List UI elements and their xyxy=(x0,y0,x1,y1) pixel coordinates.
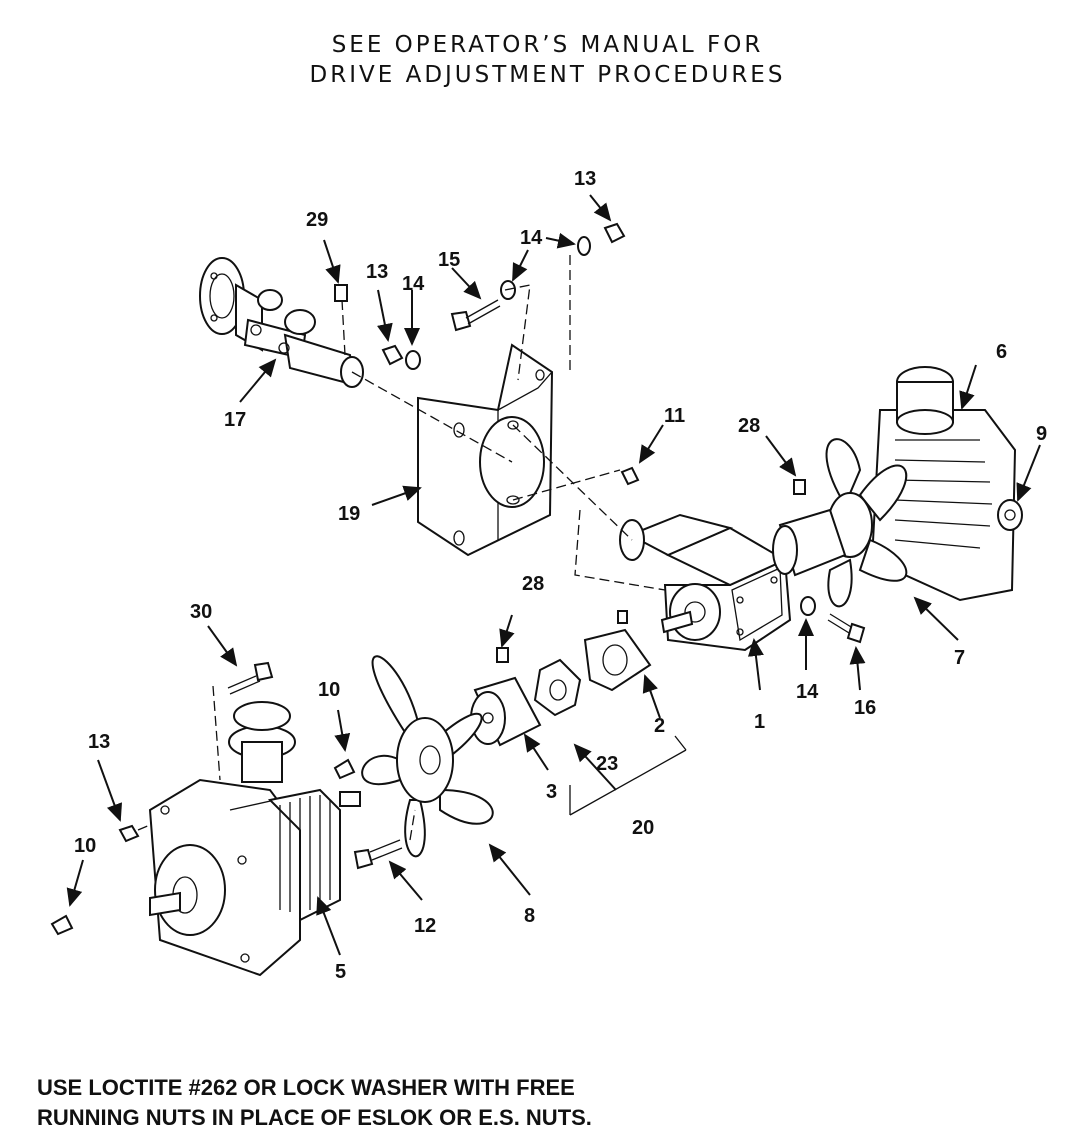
coupling-jaw-2 xyxy=(583,610,652,692)
callout-5: 5 xyxy=(335,961,346,983)
callout-13-top: 13 xyxy=(574,168,596,190)
coupling-hub-3 xyxy=(470,647,542,747)
callout-10-upper: 10 xyxy=(318,679,340,701)
alignment-lines xyxy=(137,255,666,841)
callout-16: 16 xyxy=(854,697,876,719)
callout-29: 29 xyxy=(306,209,328,231)
callout-30: 30 xyxy=(190,601,212,623)
callout-14-mid: 14 xyxy=(402,273,425,295)
leader-lines xyxy=(66,194,1041,956)
callout-labels: 1 2 3 5 6 7 8 9 10 10 11 12 13 13 13 14 … xyxy=(74,168,1047,983)
nut-13-lower xyxy=(118,824,140,843)
callout-1: 1 xyxy=(754,711,765,733)
header-note: SEE OPERATOR’S MANUAL FOR DRIVE ADJUSTME… xyxy=(0,30,1071,90)
mounting-bracket xyxy=(417,343,554,557)
callout-8: 8 xyxy=(524,905,535,927)
header-line-1: SEE OPERATOR’S MANUAL FOR xyxy=(331,32,764,58)
callout-6: 6 xyxy=(996,341,1007,363)
bolt-16-washer-14 xyxy=(800,596,866,644)
callout-11: 11 xyxy=(664,405,685,427)
callout-14-top: 14 xyxy=(520,227,543,249)
spider-23 xyxy=(533,658,582,717)
setscrew-29 xyxy=(334,284,348,302)
callout-13-mid: 13 xyxy=(366,261,388,283)
callout-19: 19 xyxy=(338,503,360,525)
nuts-13-upper xyxy=(381,222,626,366)
callout-28-upper: 28 xyxy=(738,415,760,437)
callout-12: 12 xyxy=(414,915,436,937)
gear-box xyxy=(619,513,792,652)
hydraulic-pump-lower xyxy=(148,701,361,977)
callout-15: 15 xyxy=(438,249,460,271)
washers-14-upper xyxy=(405,236,591,370)
bolt-12 xyxy=(353,839,403,870)
footer-line-1: USE LOCTITE #262 OR LOCK WASHER WITH FRE… xyxy=(37,1075,575,1100)
fan-8 xyxy=(361,655,494,858)
callout-17: 17 xyxy=(224,409,246,431)
callout-2: 2 xyxy=(654,715,665,737)
header-line-2: DRIVE ADJUSTMENT PROCEDURES xyxy=(309,62,786,88)
callout-20: 20 xyxy=(632,817,654,839)
bolt-30 xyxy=(227,661,274,695)
callout-13-lower: 13 xyxy=(88,731,110,753)
bolt-15 xyxy=(450,299,501,332)
footer-line-2: RUNNING NUTS IN PLACE OF ESLOK OR E.S. N… xyxy=(37,1105,592,1130)
footer-note: USE LOCTITE #262 OR LOCK WASHER WITH FRE… xyxy=(37,1073,592,1133)
fan-7 xyxy=(825,438,908,608)
key-11 xyxy=(620,466,640,486)
callout-23: 23 xyxy=(596,753,618,775)
callout-9: 9 xyxy=(1036,423,1047,445)
keys-10 xyxy=(50,758,356,936)
callout-3: 3 xyxy=(546,781,557,803)
callout-28-lower: 28 xyxy=(522,573,544,595)
universal-joint xyxy=(199,257,364,388)
coupling-upper xyxy=(772,479,847,577)
callout-10-lower: 10 xyxy=(74,835,96,857)
callout-14-lower: 14 xyxy=(796,681,819,703)
callout-7: 7 xyxy=(954,647,965,669)
